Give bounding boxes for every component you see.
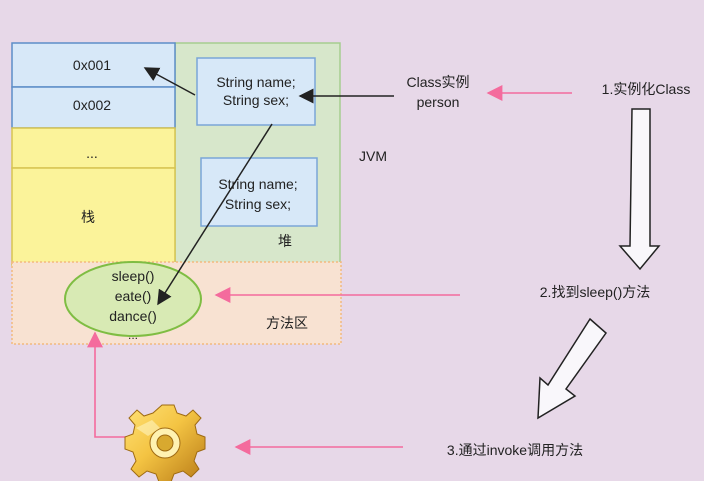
stack-cell-4 [11,167,176,266]
gear-icon [124,404,206,481]
stack-value-2: 0x002 [73,97,111,113]
heap-object-2-line-1: String name; [218,176,297,192]
step-1-label: 1.实例化Class [602,81,691,97]
heap-label: 堆 [278,233,292,249]
stack-label: 栈 [81,209,95,225]
down-outline-arrow-1 [618,108,661,271]
method-item-3: dance() [109,308,156,324]
stack-cell-3 [11,127,176,169]
class-instance-line-2: person [417,94,460,110]
method-oval [64,261,202,337]
heap-object-1 [196,57,316,126]
heap-object-2-line-2: String sex; [225,196,291,212]
method-area-label: 方法区 [266,315,308,331]
heap-object-1-line-2: String sex; [223,92,289,108]
heap-object-1-line-1: String name; [216,74,295,90]
step-2-label: 2.找到sleep()方法 [540,284,650,300]
method-item-2: eate() [115,288,152,304]
heap-object-2 [200,157,318,227]
step-3-label: 3.通过invoke调用方法 [447,442,583,458]
method-item-4: ... [128,328,138,342]
class-instance-line-1: Class实例 [406,74,469,90]
method-item-1: sleep() [112,268,155,284]
down-outline-arrow-2 [537,317,608,420]
heap-to-stack-arrow [143,67,196,96]
jvm-label: JVM [359,148,387,164]
heap-to-method-arrow [157,123,273,306]
stack-value-3: ... [86,145,98,161]
stack-value-1: 0x001 [73,57,111,73]
